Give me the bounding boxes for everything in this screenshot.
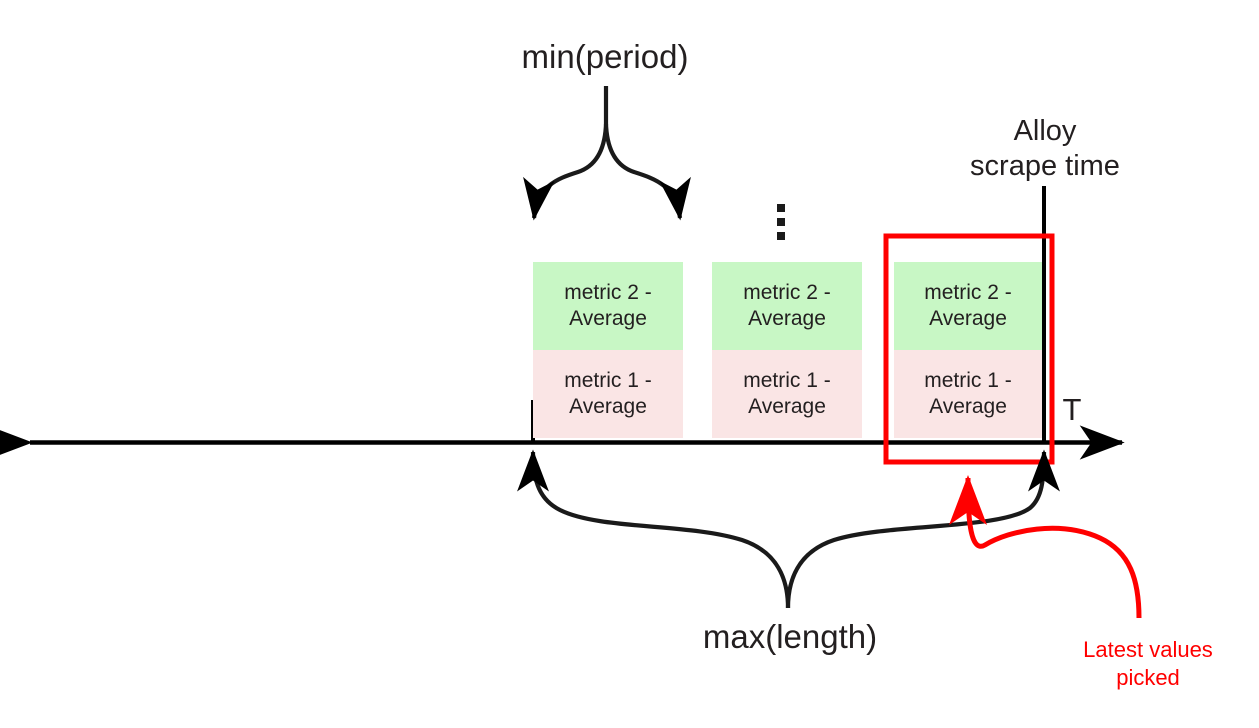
ellipsis-icon bbox=[777, 204, 785, 240]
sample-block-1: metric 2 - Average metric 1 - Average bbox=[533, 262, 683, 438]
metric-2-cell: metric 2 - Average bbox=[533, 262, 683, 350]
metric-1-cell: metric 1 - Average bbox=[533, 350, 683, 438]
max-length-label: max(length) bbox=[702, 618, 878, 655]
min-period-label: min(period) bbox=[521, 38, 689, 75]
sample-block-3: metric 2 - Average metric 1 - Average bbox=[894, 262, 1042, 438]
alloy-scrape-time-label: Alloy scrape time bbox=[970, 115, 1120, 183]
latest-values-arrow-icon bbox=[949, 474, 1142, 619]
metric-1-cell: metric 1 - Average bbox=[712, 350, 862, 438]
min-period-brace-icon bbox=[523, 86, 691, 221]
latest-values-picked-label: Latest values picked bbox=[1083, 637, 1213, 690]
max-length-brace-icon bbox=[517, 449, 1060, 609]
metric-1-cell: metric 1 - Average bbox=[894, 350, 1042, 438]
latest-values-highlight-rect bbox=[883, 233, 1055, 465]
sample-block-2: metric 2 - Average metric 1 - Average bbox=[712, 262, 862, 438]
metric-2-cell: metric 2 - Average bbox=[712, 262, 862, 350]
metric-2-cell: metric 2 - Average bbox=[894, 262, 1042, 350]
time-axis-label: T bbox=[1062, 392, 1082, 427]
